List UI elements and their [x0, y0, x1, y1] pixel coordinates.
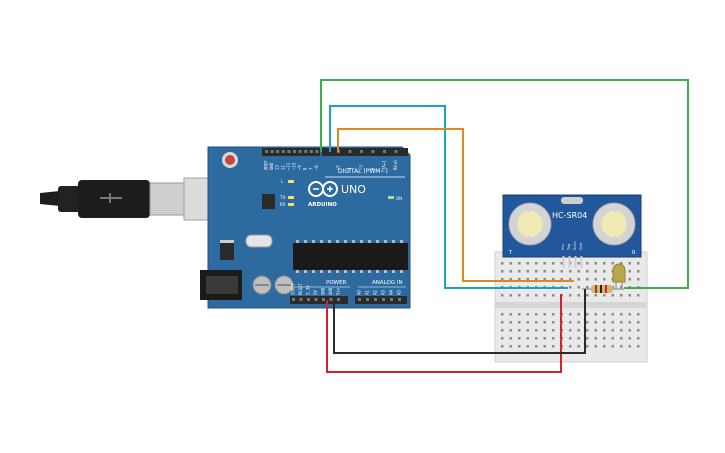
- usb-chip: [262, 194, 275, 209]
- power-pin[interactable]: [337, 298, 340, 301]
- analog-pin-label: A5: [397, 290, 402, 295]
- power-pin-label: GND: [321, 287, 326, 295]
- power-pin[interactable]: [329, 298, 333, 301]
- digital-pin-label: 7: [308, 167, 313, 170]
- analog-pin[interactable]: [390, 298, 393, 301]
- digital-pin-label: ~3: [359, 165, 364, 170]
- power-pin[interactable]: [299, 298, 303, 301]
- digital-pin[interactable]: [298, 150, 302, 153]
- digital-pin[interactable]: [383, 150, 386, 153]
- microcontroller-chip: [293, 243, 408, 270]
- brand-text: ARDUINO: [308, 202, 337, 208]
- digital-pin[interactable]: [270, 150, 274, 153]
- analog-pin[interactable]: [382, 298, 385, 301]
- analog-label: ANALOG IN: [372, 280, 403, 286]
- digital-pin-label: 2: [370, 167, 375, 170]
- digital-pin-label: 8: [303, 167, 308, 170]
- digital-pin[interactable]: [304, 150, 308, 153]
- analog-pin-label: A4: [389, 290, 394, 295]
- digital-pin[interactable]: [309, 150, 313, 153]
- l-label: L: [281, 179, 284, 184]
- power-pin-label: IOREF: [291, 282, 296, 295]
- analog-header: [355, 296, 407, 304]
- digital-pin-label: RX◂0: [393, 160, 398, 170]
- power-pin-label: RESET: [298, 282, 303, 295]
- digital-pin-label: ~10: [292, 162, 297, 170]
- led: [612, 263, 626, 289]
- sensor-model-label: HC-SR04: [552, 211, 587, 220]
- power-pin-label: GND: [328, 287, 333, 295]
- digital-pin[interactable]: [315, 150, 319, 153]
- power-pin-label: 5V: [313, 290, 318, 295]
- sensor-pin-label: Trig: [567, 244, 571, 251]
- model-text: UNO: [341, 183, 366, 196]
- digital-pin[interactable]: [360, 150, 363, 153]
- digital-pin[interactable]: [348, 150, 352, 153]
- analog-pin-label: A0: [357, 290, 362, 295]
- digital-pin[interactable]: [371, 150, 375, 153]
- digital-pin[interactable]: [287, 150, 291, 153]
- crystal: [245, 234, 273, 248]
- digital-pin-label: 12: [280, 165, 285, 170]
- sensor-pin-label: Vcc: [561, 244, 565, 250]
- power-pin-label: Vin: [336, 287, 341, 295]
- analog-pin[interactable]: [366, 298, 369, 301]
- digital-pin-label: TX▸1: [382, 160, 387, 170]
- analog-pin-label: A3: [381, 290, 386, 295]
- sensor-pin-label: Gnd: [579, 243, 583, 250]
- wire-green: [320, 79, 689, 289]
- sensor-pin[interactable]: [580, 256, 583, 268]
- breadboard: [494, 251, 648, 363]
- digital-pin-label: ~11: [286, 162, 291, 170]
- digital-pin-label: 13: [275, 165, 280, 170]
- sensor-r-label: R: [632, 250, 636, 256]
- wire-blue: [329, 105, 568, 289]
- power-header: [290, 296, 348, 304]
- power-pin[interactable]: [322, 298, 325, 301]
- analog-pin[interactable]: [358, 298, 361, 301]
- digital-pin[interactable]: [293, 150, 296, 153]
- digital-header-left: [262, 148, 320, 156]
- power-label: POWER: [326, 280, 347, 286]
- digital-pin-label: ~9: [297, 165, 302, 170]
- digital-pin[interactable]: [281, 150, 285, 153]
- tx-label: TX: [279, 195, 285, 200]
- wire-red: [326, 294, 562, 373]
- digital-pin[interactable]: [276, 150, 280, 153]
- on-label: ON: [396, 196, 402, 201]
- digital-pin-label: AREF: [264, 160, 269, 170]
- rx-label: RX: [280, 202, 286, 207]
- analog-pin-label: A2: [373, 290, 378, 295]
- sensor-t-label: T: [508, 250, 513, 256]
- sensor-pin[interactable]: [568, 256, 571, 268]
- wire-black: [333, 289, 586, 354]
- resistor: [582, 285, 624, 293]
- digital-pin-label: 4: [347, 167, 352, 170]
- digital-pin-label: ~5: [336, 165, 341, 170]
- sensor-pin[interactable]: [574, 256, 577, 268]
- digital-pin-label: ~6: [314, 165, 319, 170]
- arduino-logo-icon: [308, 181, 338, 197]
- digital-pin[interactable]: [394, 150, 398, 153]
- digital-label: DIGITAL (PWM~): [338, 168, 388, 175]
- analog-pin[interactable]: [398, 298, 401, 301]
- power-pin[interactable]: [307, 298, 310, 301]
- power-pin-label: 3.3V: [306, 285, 311, 295]
- digital-header-right: [322, 148, 408, 156]
- digital-pin-label: GND: [269, 162, 274, 170]
- digital-pin[interactable]: [265, 150, 268, 153]
- power-pin[interactable]: [292, 298, 295, 301]
- sensor-pin[interactable]: [562, 256, 565, 268]
- analog-pin[interactable]: [374, 298, 377, 301]
- analog-pin-label: A1: [365, 290, 370, 295]
- power-pin[interactable]: [314, 298, 318, 301]
- wire-orange: [337, 128, 574, 282]
- sensor-pin-label: Echo: [573, 242, 577, 251]
